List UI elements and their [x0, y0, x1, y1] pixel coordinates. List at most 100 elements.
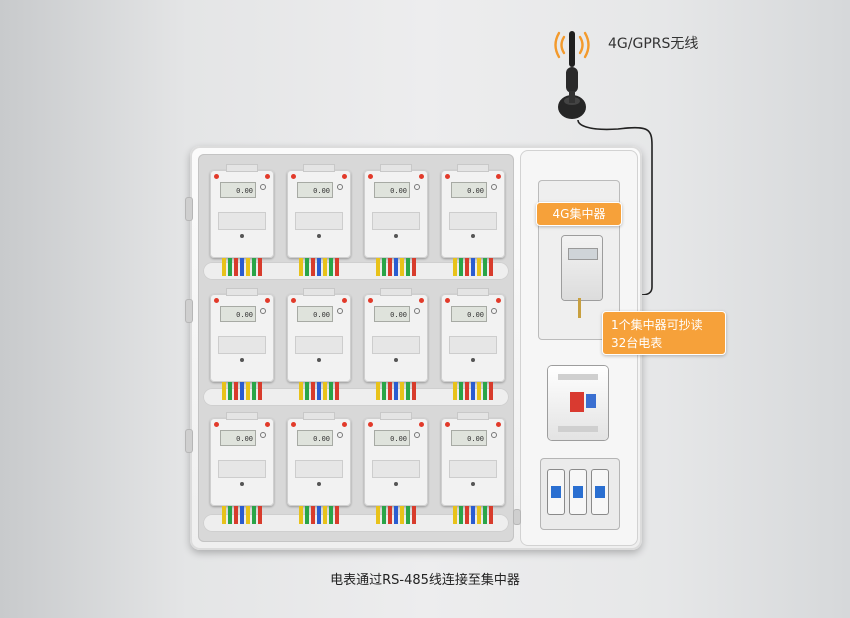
- indicator-icon: [414, 184, 420, 190]
- electric-meter: 0.00: [441, 412, 505, 506]
- hinge: [186, 430, 192, 452]
- indicator-icon: [491, 432, 497, 438]
- seal-dot: [445, 174, 450, 179]
- antenna-lead: [578, 298, 581, 318]
- wire: [453, 258, 457, 276]
- seal-dot: [265, 174, 270, 179]
- indicator-icon: [414, 432, 420, 438]
- wire: [400, 258, 404, 276]
- breaker-handle: [570, 392, 584, 412]
- meter-led: [394, 482, 398, 486]
- main-breaker: [548, 366, 608, 440]
- seal-dot: [496, 298, 501, 303]
- wire: [382, 382, 386, 400]
- meter-wires: [453, 506, 497, 524]
- wire: [228, 258, 232, 276]
- indicator-icon: [260, 184, 266, 190]
- meter-terminal-cover: [226, 288, 258, 296]
- wire: [329, 506, 333, 524]
- electric-meter: 0.00: [210, 164, 274, 258]
- mcb-handle: [551, 486, 561, 498]
- seal-dot: [214, 298, 219, 303]
- meter-wires: [299, 258, 343, 276]
- wire: [477, 258, 481, 276]
- wire: [394, 506, 398, 524]
- electric-meter: 0.00: [287, 412, 351, 506]
- wire: [483, 506, 487, 524]
- wire: [317, 506, 321, 524]
- wire: [258, 506, 262, 524]
- electric-meter: 0.00: [441, 288, 505, 382]
- meter-led: [394, 234, 398, 238]
- wire: [252, 382, 256, 400]
- meter-display: 0.00: [297, 182, 333, 198]
- mcb-breaker: [570, 470, 586, 514]
- wire: [311, 506, 315, 524]
- seal-dot: [419, 422, 424, 427]
- seal-dot: [496, 422, 501, 427]
- wire: [228, 382, 232, 400]
- meter-nameplate: [372, 212, 420, 230]
- seal-dot: [214, 174, 219, 179]
- latch: [514, 510, 520, 524]
- meter-wires: [376, 506, 420, 524]
- wire: [376, 258, 380, 276]
- wire: [246, 506, 250, 524]
- meter-nameplate: [218, 212, 266, 230]
- wire: [376, 382, 380, 400]
- meter-nameplate: [218, 336, 266, 354]
- electric-meter: 0.00: [287, 288, 351, 382]
- meter-display: 0.00: [220, 430, 256, 446]
- meter-wires: [376, 382, 420, 400]
- meter-led: [240, 358, 244, 362]
- meter-led: [317, 482, 321, 486]
- meter-terminal-cover: [380, 412, 412, 420]
- wire: [299, 382, 303, 400]
- meter-terminal-cover: [226, 164, 258, 172]
- meter-wires: [299, 506, 343, 524]
- wire: [323, 382, 327, 400]
- mcb-handle: [595, 486, 605, 498]
- wire: [335, 382, 339, 400]
- meter-led: [317, 234, 321, 238]
- electric-meter: 0.00: [364, 164, 428, 258]
- electric-meter: 0.00: [287, 164, 351, 258]
- meter-nameplate: [449, 212, 497, 230]
- indicator-icon: [260, 432, 266, 438]
- seal-dot: [368, 422, 373, 427]
- concentrator-device: [562, 236, 602, 318]
- meter-wires: [222, 258, 266, 276]
- indicator-icon: [491, 308, 497, 314]
- meter-display: 0.00: [451, 430, 487, 446]
- meter-nameplate: [218, 460, 266, 478]
- wire: [311, 258, 315, 276]
- wire: [335, 506, 339, 524]
- wire: [222, 258, 226, 276]
- wire: [388, 258, 392, 276]
- seal-dot: [419, 298, 424, 303]
- meter-display: 0.00: [374, 430, 410, 446]
- meter-display: 0.00: [297, 430, 333, 446]
- antenna-icon: [554, 31, 653, 295]
- meter-led: [471, 482, 475, 486]
- wire: [311, 382, 315, 400]
- meter-display: 0.00: [451, 182, 487, 198]
- hinge: [186, 198, 192, 220]
- meter-nameplate: [295, 212, 343, 230]
- electric-meter: 0.00: [364, 412, 428, 506]
- wire: [477, 506, 481, 524]
- seal-dot: [368, 298, 373, 303]
- wire: [477, 382, 481, 400]
- wire: [412, 258, 416, 276]
- wire: [453, 382, 457, 400]
- meter-wires: [222, 382, 266, 400]
- wire: [465, 258, 469, 276]
- concentrator-display: [568, 248, 598, 260]
- wire: [459, 506, 463, 524]
- electric-meter: 0.00: [364, 288, 428, 382]
- meter-terminal-cover: [303, 412, 335, 420]
- wire: [252, 506, 256, 524]
- wire: [240, 506, 244, 524]
- meter-terminal-cover: [457, 412, 489, 420]
- wire: [323, 506, 327, 524]
